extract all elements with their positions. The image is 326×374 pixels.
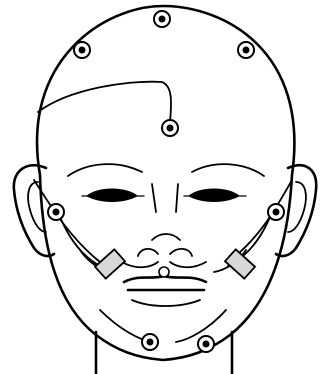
face	[68, 164, 264, 306]
electrode-top-right	[238, 42, 254, 58]
electrode-forehead	[162, 120, 178, 136]
left-eyebrow	[68, 164, 142, 176]
electrode-top-left	[74, 42, 90, 58]
head-outline	[37, 6, 294, 360]
nasal-cannula-right	[170, 262, 206, 267]
head	[14, 6, 316, 374]
nose-bridge-left	[152, 184, 156, 212]
left-sensor-pad	[95, 249, 125, 278]
nostrils	[138, 249, 192, 256]
left-eye	[86, 189, 138, 203]
lower-lip	[132, 300, 200, 306]
electrode-top	[154, 11, 170, 27]
right-side-wire	[228, 180, 292, 262]
frontal-wire	[38, 82, 171, 122]
right-sensor-pad	[225, 249, 255, 278]
electrode-right-temple	[268, 204, 284, 220]
electrode-left-temple	[48, 204, 64, 220]
electrodes	[48, 11, 284, 352]
electrode-chin-right	[198, 336, 214, 352]
electrode-chin-left	[142, 334, 158, 350]
wires	[34, 82, 292, 342]
nose-tip	[152, 234, 180, 240]
electrode-nose	[159, 267, 169, 277]
right-eye	[188, 189, 240, 203]
right-eyebrow	[192, 164, 264, 176]
nasal-cannula-left	[122, 262, 158, 267]
nose-bridge-right	[176, 184, 178, 212]
